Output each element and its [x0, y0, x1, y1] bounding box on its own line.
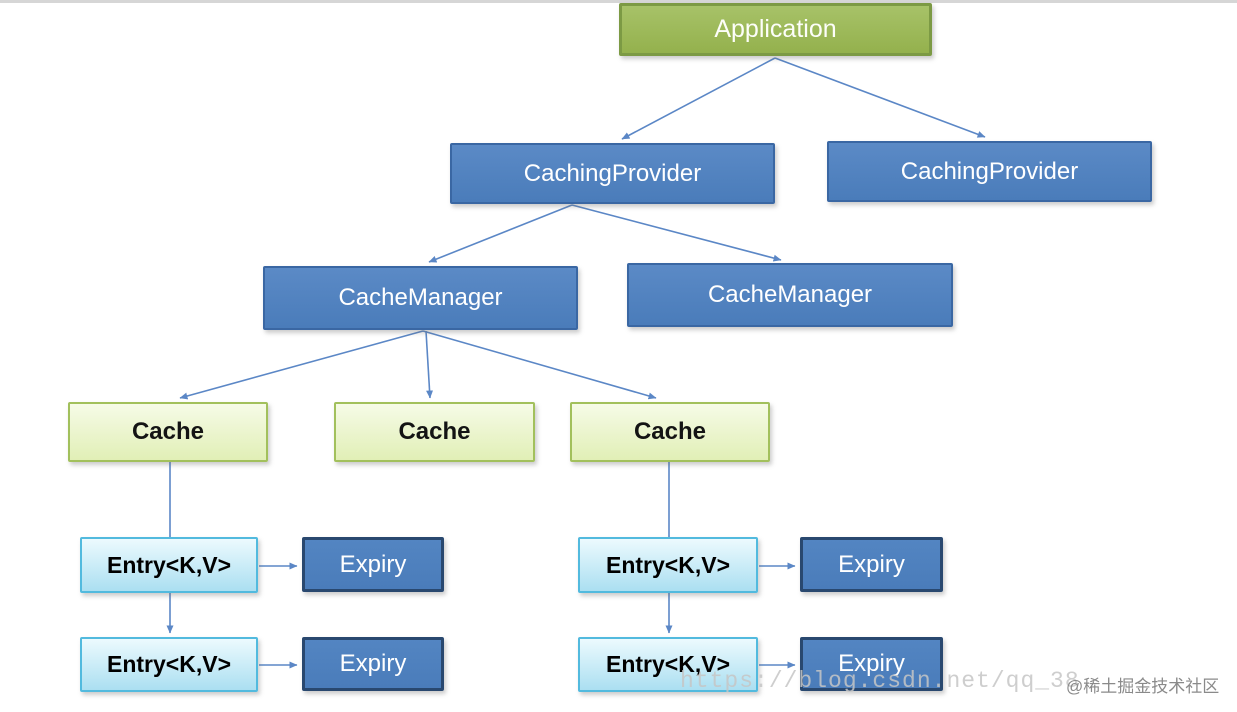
- edge-application-to-cachingprovider-left: [621, 57, 776, 140]
- node-application: Application: [619, 3, 932, 56]
- node-cache-2: Cache: [334, 402, 535, 462]
- node-cachingprovider-left: CachingProvider: [450, 143, 775, 204]
- node-entry-right-2-label: Entry<K,V>: [606, 651, 730, 677]
- edge-cachingprovider-left-to-cachemanager-left: [428, 204, 573, 263]
- community-badge: @稀土掘金技术社区: [1066, 677, 1220, 696]
- node-cache-3: Cache: [570, 402, 770, 462]
- edge-cachemanager-left-to-cache-1: [179, 330, 424, 400]
- node-expiry-right-1-label: Expiry: [838, 550, 905, 578]
- node-entry-left-1: Entry<K,V>: [80, 537, 258, 593]
- node-cachemanager-left: CacheManager: [263, 266, 578, 330]
- top-edge-strip: [0, 0, 1237, 3]
- node-expiry-left-2-label: Expiry: [339, 650, 407, 677]
- node-cachemanager-right: CacheManager: [627, 263, 953, 327]
- node-cachingprovider-left-label: CachingProvider: [523, 159, 702, 187]
- node-cachemanager-left-label: CacheManager: [338, 284, 503, 311]
- node-entry-left-1-label: Entry<K,V>: [107, 551, 231, 578]
- node-cache-1: Cache: [68, 402, 268, 462]
- node-entry-right-2: Entry<K,V>: [578, 637, 758, 692]
- node-expiry-left-1-label: Expiry: [339, 550, 407, 578]
- node-cachingprovider-right: CachingProvider: [827, 141, 1152, 202]
- node-cache-3-label: Cache: [633, 418, 707, 445]
- edge-cachemanager-left-to-cache-2: [425, 330, 434, 399]
- edge-cachemanager-left-to-cache-3: [422, 330, 657, 400]
- node-expiry-left-2: Expiry: [302, 637, 444, 691]
- node-expiry-right-2-label: Expiry: [838, 650, 905, 677]
- node-cachingprovider-right-label: CachingProvider: [900, 157, 1079, 185]
- node-entry-right-1: Entry<K,V>: [578, 537, 758, 593]
- node-expiry-right-2: Expiry: [800, 637, 943, 691]
- node-entry-right-1-label: Entry<K,V>: [606, 551, 730, 578]
- node-application-label: Application: [714, 15, 837, 43]
- node-entry-left-2-label: Entry<K,V>: [107, 651, 231, 677]
- edge-cachingprovider-left-to-cachemanager-right: [571, 204, 782, 262]
- node-entry-left-2: Entry<K,V>: [80, 637, 258, 692]
- edge-application-to-cachingprovider-right: [774, 57, 986, 138]
- watermark-url-text: https://blog.csdn.net/qq_38: [680, 668, 1080, 694]
- node-cache-2-label: Cache: [398, 418, 471, 445]
- node-expiry-left-1: Expiry: [302, 537, 444, 592]
- node-cache-1-label: Cache: [131, 418, 205, 445]
- node-expiry-right-1: Expiry: [800, 537, 943, 592]
- node-cachemanager-right-label: CacheManager: [707, 281, 873, 308]
